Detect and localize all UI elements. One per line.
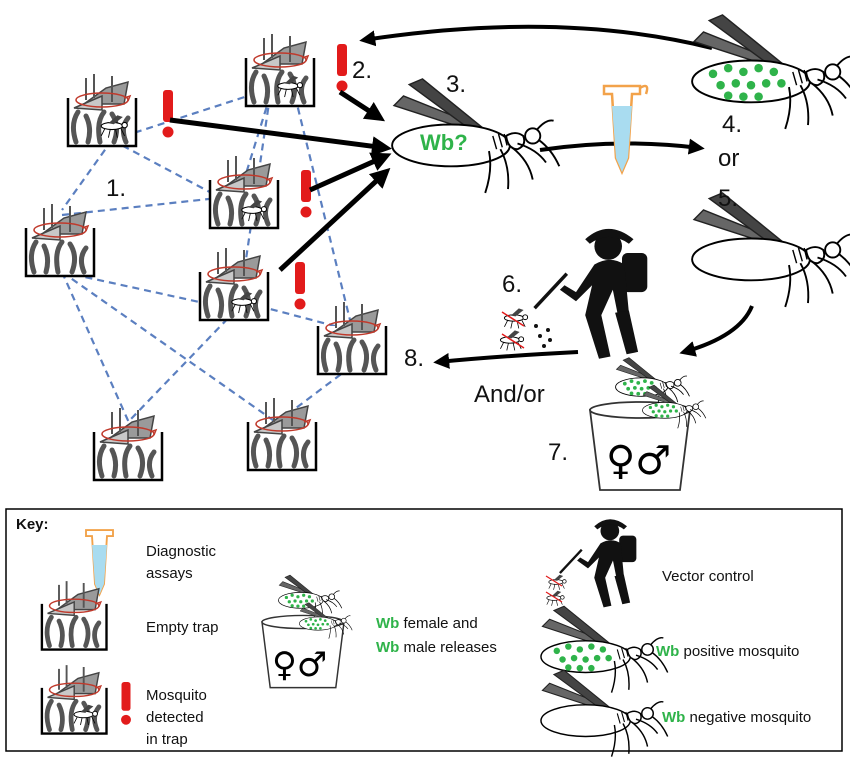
trap-empty-1 [26, 204, 94, 276]
wb-label: Wb [376, 639, 399, 656]
step-5-label: 5. [718, 185, 738, 212]
key-release-symbols: ♀♂ [272, 645, 327, 685]
mosquito-wb-question: Wb? [420, 130, 468, 155]
alert-icon [336, 44, 348, 92]
trap-detected-b [246, 34, 314, 106]
key-diagnostic-line2: assays [146, 565, 193, 582]
key-alert-icon [121, 682, 131, 725]
trap-detected-c [210, 156, 278, 228]
key-empty-trap-label: Empty trap [146, 619, 219, 636]
key-detected-line2: detected [146, 709, 204, 726]
key-legend: Key: Diagnostic assays Empty trap Mosqui… [5, 508, 843, 758]
mosquito-unknown [391, 77, 561, 194]
and-or-label: And/or [474, 381, 545, 408]
trap-empty-4 [248, 398, 316, 470]
alert-icon [294, 262, 306, 310]
wb-label: Wb [656, 643, 679, 660]
step-3-label: 3. [446, 71, 466, 98]
key-negative-text: negative mosquito [685, 709, 811, 726]
key-release-line1: Wb female and [376, 615, 478, 632]
key-spray-mosquitoes [545, 574, 567, 607]
key-release-text1: female and [399, 615, 477, 632]
wb-label: Wb [662, 709, 685, 726]
step-4-label: 4. [722, 111, 742, 138]
trap-detected-d [200, 248, 268, 320]
step-7-label: 7. [548, 439, 568, 466]
wb-negative-mosquito [691, 191, 850, 308]
trap-empty-2 [318, 302, 386, 374]
or-label: or [718, 145, 739, 172]
step-1-label: 1. [106, 175, 126, 202]
key-detected-line3: in trap [146, 731, 188, 748]
wb-positive-mosquito [691, 13, 850, 130]
diagnostic-tube-icon [602, 84, 649, 176]
alert-icon [162, 90, 174, 138]
key-diagnostic-line1: Diagnostic [146, 543, 217, 560]
release-symbols: ♀♂ [606, 438, 671, 484]
wb-label: Wb [376, 615, 399, 632]
key-release-text2: male releases [399, 639, 497, 656]
key-vector-control-label: Vector control [662, 568, 754, 585]
key-positive-text: positive mosquito [679, 643, 799, 660]
step-6-label: 6. [502, 271, 522, 298]
key-diagnostic-tube-icon [85, 529, 114, 597]
key-detected-line1: Mosquito [146, 687, 207, 704]
key-positive-line: Wb positive mosquito [656, 643, 799, 660]
key-negative-line: Wb negative mosquito [662, 709, 811, 726]
alert-icon [300, 170, 312, 218]
step-2-label: 2. [352, 57, 372, 84]
key-release-line2: Wb male releases [376, 639, 497, 656]
spray-mist [499, 307, 552, 351]
key-title: Key: [16, 516, 49, 533]
step-8-label: 8. [404, 345, 424, 372]
trap-detected-a [68, 74, 136, 146]
